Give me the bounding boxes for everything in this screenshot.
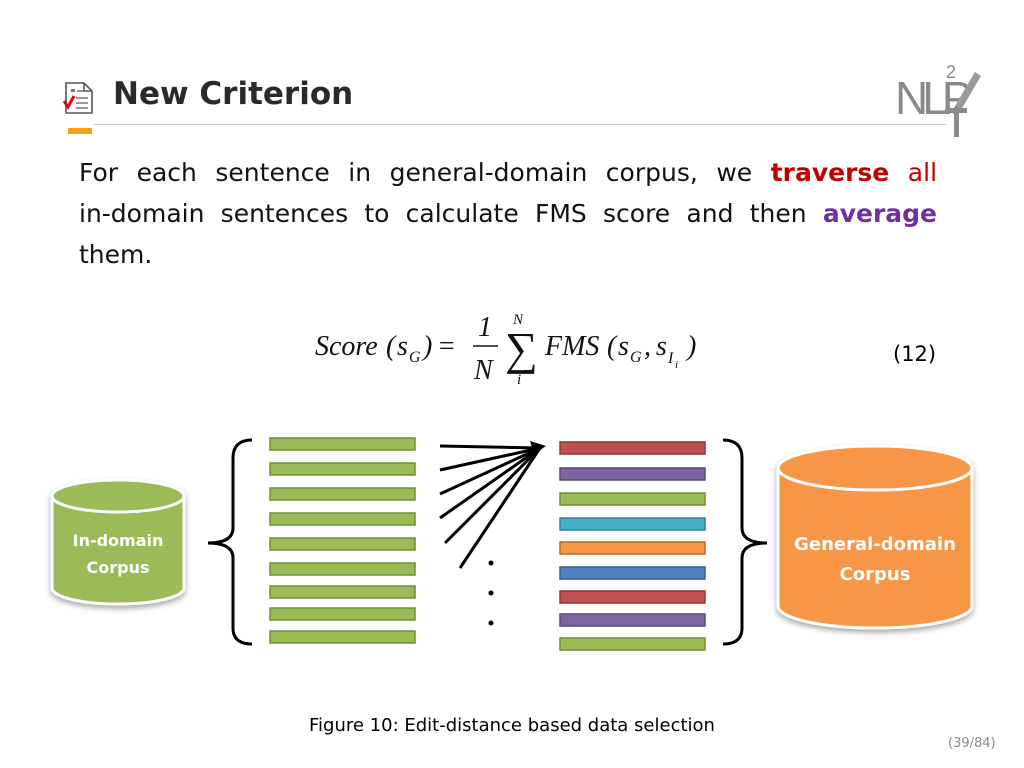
in-domain-sentence-bar [269, 607, 416, 621]
svg-text:G: G [409, 349, 421, 366]
emphasis-average: average [822, 199, 938, 228]
in-domain-cylinder [50, 478, 186, 606]
svg-text:=: = [437, 331, 456, 362]
general-sentence-bar [559, 637, 706, 651]
text-segment: in-domain sentences to calculate FMS sco… [79, 199, 807, 228]
in-domain-sentence-bar [269, 630, 416, 644]
in-domain-sentence-bar [269, 562, 416, 576]
ellipsis-dot [488, 620, 494, 626]
page-number: (39/84) [948, 736, 996, 751]
logo-letters: NLP [895, 72, 971, 124]
score-formula: Score ( s G ) = 1 N N ∑ i FMS ( s G , s … [315, 308, 715, 404]
in-domain-sentence-bar [269, 512, 416, 526]
arrowhead [530, 441, 546, 454]
general-sentence-bar [559, 441, 706, 455]
svg-text:i: i [517, 372, 521, 388]
in-domain-sentence-bar [269, 537, 416, 551]
figure-caption: Figure 10: Edit-distance based data sele… [309, 715, 715, 736]
general-domain-cylinder [776, 444, 974, 630]
emphasis-traverse: traverse [770, 158, 890, 187]
figure-diagram: In-domain Corpus [40, 428, 990, 658]
ellipsis-dot [488, 590, 494, 596]
general-sentence-bar [559, 517, 706, 531]
svg-text:): ) [421, 331, 432, 362]
in-domain-sentence-bar [269, 437, 416, 451]
general-sentence-bar [559, 467, 706, 481]
svg-text:i: i [675, 359, 678, 371]
general-domain-label-2: Corpus [840, 564, 911, 585]
svg-text:(: ( [607, 331, 618, 362]
svg-text:,: , [644, 331, 651, 362]
svg-text:Score: Score [315, 331, 378, 362]
svg-text:N: N [512, 312, 524, 328]
svg-text:(: ( [386, 331, 397, 362]
logo-superscript: 2 [946, 62, 956, 82]
page-title: New Criterion [113, 76, 354, 112]
general-domain-sentences [559, 441, 706, 651]
in-domain-label-1: In-domain [73, 531, 164, 550]
paragraph-line-1: For each sentence in general-domain corp… [79, 152, 937, 193]
general-sentence-bar [559, 613, 706, 627]
general-sentence-bar [559, 566, 706, 580]
in-domain-sentence-bar [269, 585, 416, 599]
body-paragraph: For each sentence in general-domain corp… [79, 152, 937, 275]
general-sentence-bar [559, 541, 706, 555]
checklist-icon [62, 80, 96, 116]
emphasis-all: all [907, 158, 938, 187]
svg-text:1: 1 [478, 312, 492, 343]
title-divider [94, 124, 946, 125]
nlp2ct-logo: NLP 2 [895, 56, 990, 140]
paragraph-line-3: them. [79, 240, 153, 269]
svg-text:s: s [397, 331, 408, 362]
in-domain-sentences [269, 437, 416, 644]
svg-text:∑: ∑ [505, 323, 538, 374]
paragraph-line-2: in-domain sentences to calculate FMS sco… [79, 193, 937, 234]
svg-text:G: G [630, 349, 642, 366]
left-brace [207, 438, 253, 646]
svg-text:): ) [685, 331, 696, 362]
svg-text:FMS: FMS [544, 331, 599, 362]
comparison-arrows [439, 444, 542, 569]
equation-number: (12) [893, 342, 937, 366]
general-sentence-bar [559, 492, 706, 506]
general-domain-label-1: General-domain [794, 534, 956, 555]
svg-text:I: I [667, 350, 674, 367]
text-segment: For each sentence in general-domain corp… [79, 158, 753, 187]
svg-text:N: N [473, 355, 494, 386]
in-domain-sentence-bar [269, 462, 416, 476]
accent-bar [68, 128, 92, 134]
svg-text:s: s [656, 331, 667, 362]
in-domain-label-2: Corpus [87, 558, 150, 577]
right-brace [722, 438, 768, 646]
ellipsis-dot [488, 560, 494, 566]
general-sentence-bar [559, 590, 706, 604]
in-domain-sentence-bar [269, 487, 416, 501]
svg-text:s: s [618, 331, 629, 362]
